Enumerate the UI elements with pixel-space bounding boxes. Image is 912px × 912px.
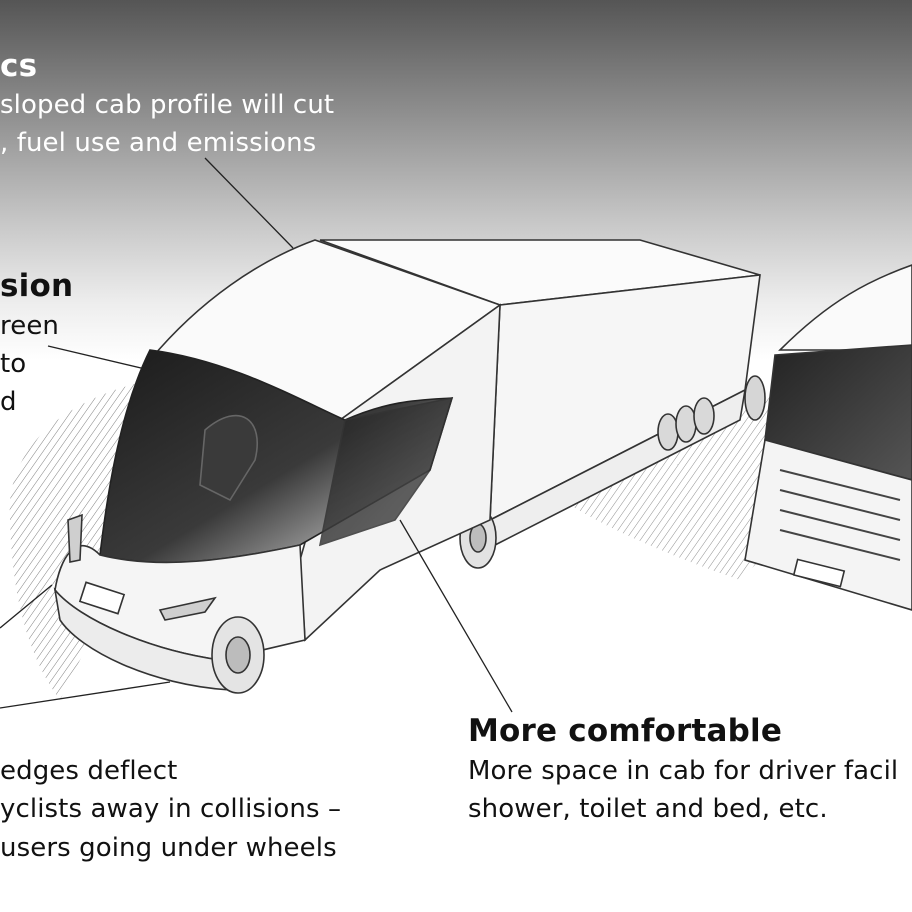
second-truck <box>744 264 912 611</box>
comfort-line-1: More space in cab for driver facil <box>468 756 899 786</box>
truck2-number-plate <box>792 558 846 588</box>
main-truck <box>53 239 761 694</box>
number-plate <box>78 581 126 615</box>
leader-aerodynamics <box>204 157 294 249</box>
aerodynamics-heading: cs <box>0 48 38 84</box>
aerodynamics-line-2: , fuel use and emissions <box>0 128 317 158</box>
truck2-roof <box>778 264 912 351</box>
leader-lines <box>0 157 513 713</box>
truck2-windscreen <box>764 344 912 481</box>
leader-safety-b <box>0 681 171 709</box>
truck2-front <box>744 438 912 611</box>
comfort-line-2: shower, toilet and bed, etc. <box>468 794 828 824</box>
trailer-wheels <box>657 397 715 451</box>
comfort-heading: More comfortable <box>468 713 783 749</box>
aerodynamics-line-1: sloped cab profile will cut <box>0 90 335 120</box>
ground-shadow-rear <box>570 390 780 580</box>
safety-line-1: edges deflect <box>0 756 178 786</box>
truck2-grille <box>779 469 901 561</box>
safety-line-2: yclists away in collisions – <box>0 794 342 824</box>
leader-vision <box>47 345 159 373</box>
truck2-side-wheel <box>744 375 766 421</box>
headlight-right <box>158 596 217 621</box>
seat-sketch <box>199 414 258 502</box>
safety-line-3: users going under wheels <box>0 833 337 863</box>
vision-line-3: d <box>0 387 17 417</box>
vision-heading: sion <box>0 268 74 304</box>
side-window <box>318 396 454 547</box>
vision-line-2: to <box>0 349 27 379</box>
leader-safety-a <box>0 584 53 629</box>
leader-comfort <box>399 519 513 713</box>
headlight-left <box>67 513 83 563</box>
vision-line-1: reen <box>0 311 59 341</box>
